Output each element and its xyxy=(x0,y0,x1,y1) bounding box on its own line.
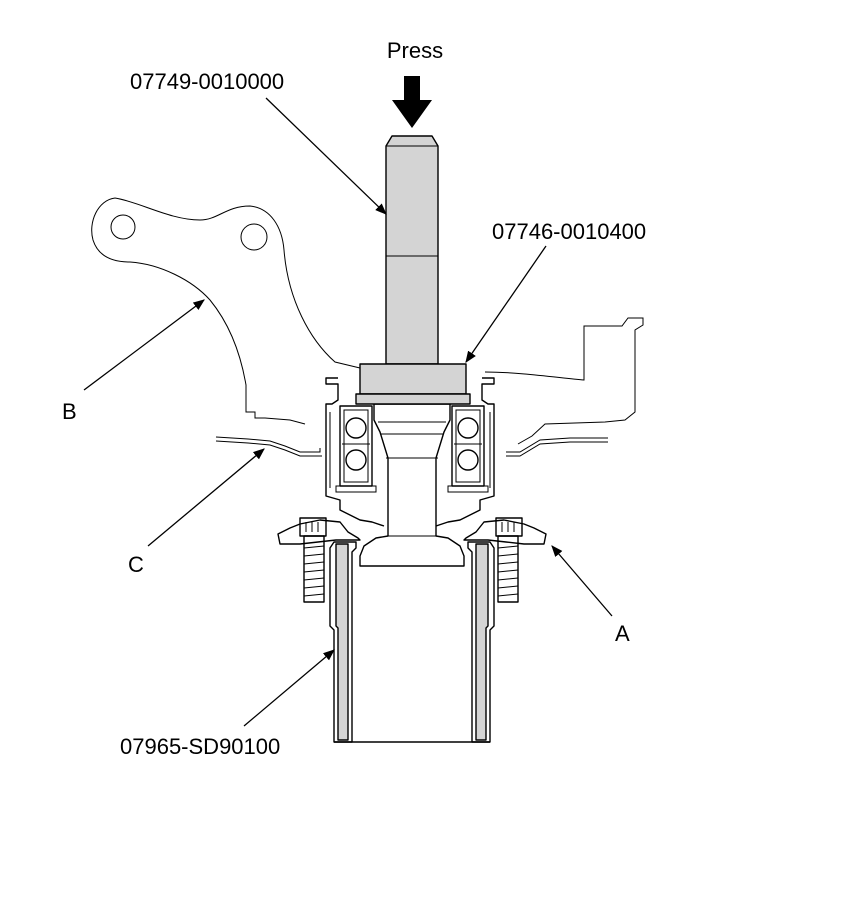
knuckle-bore-section xyxy=(325,377,495,527)
callout-a-label: A xyxy=(615,621,630,646)
leader-lines xyxy=(83,97,613,727)
support-base-tool xyxy=(329,541,495,743)
steering-knuckle-outline xyxy=(91,197,644,445)
press-arrow-icon xyxy=(392,76,432,128)
attachment-part-number: 07746-0010400 xyxy=(492,219,646,244)
wheel-bearing xyxy=(335,405,489,493)
driver-handle-tool xyxy=(385,135,439,365)
dust-shield xyxy=(215,436,608,457)
wheel-stud-left xyxy=(299,517,327,603)
press-label: Press xyxy=(387,38,443,63)
support-base-part-number: 07965-SD90100 xyxy=(120,734,280,759)
wheel-stud-right xyxy=(495,517,523,603)
wheel-hub xyxy=(277,403,547,567)
callout-b-label: B xyxy=(62,399,77,424)
attachment-tool xyxy=(355,363,471,405)
callout-c-label: C xyxy=(128,552,144,577)
driver-handle-part-number: 07749-0010000 xyxy=(130,69,284,94)
